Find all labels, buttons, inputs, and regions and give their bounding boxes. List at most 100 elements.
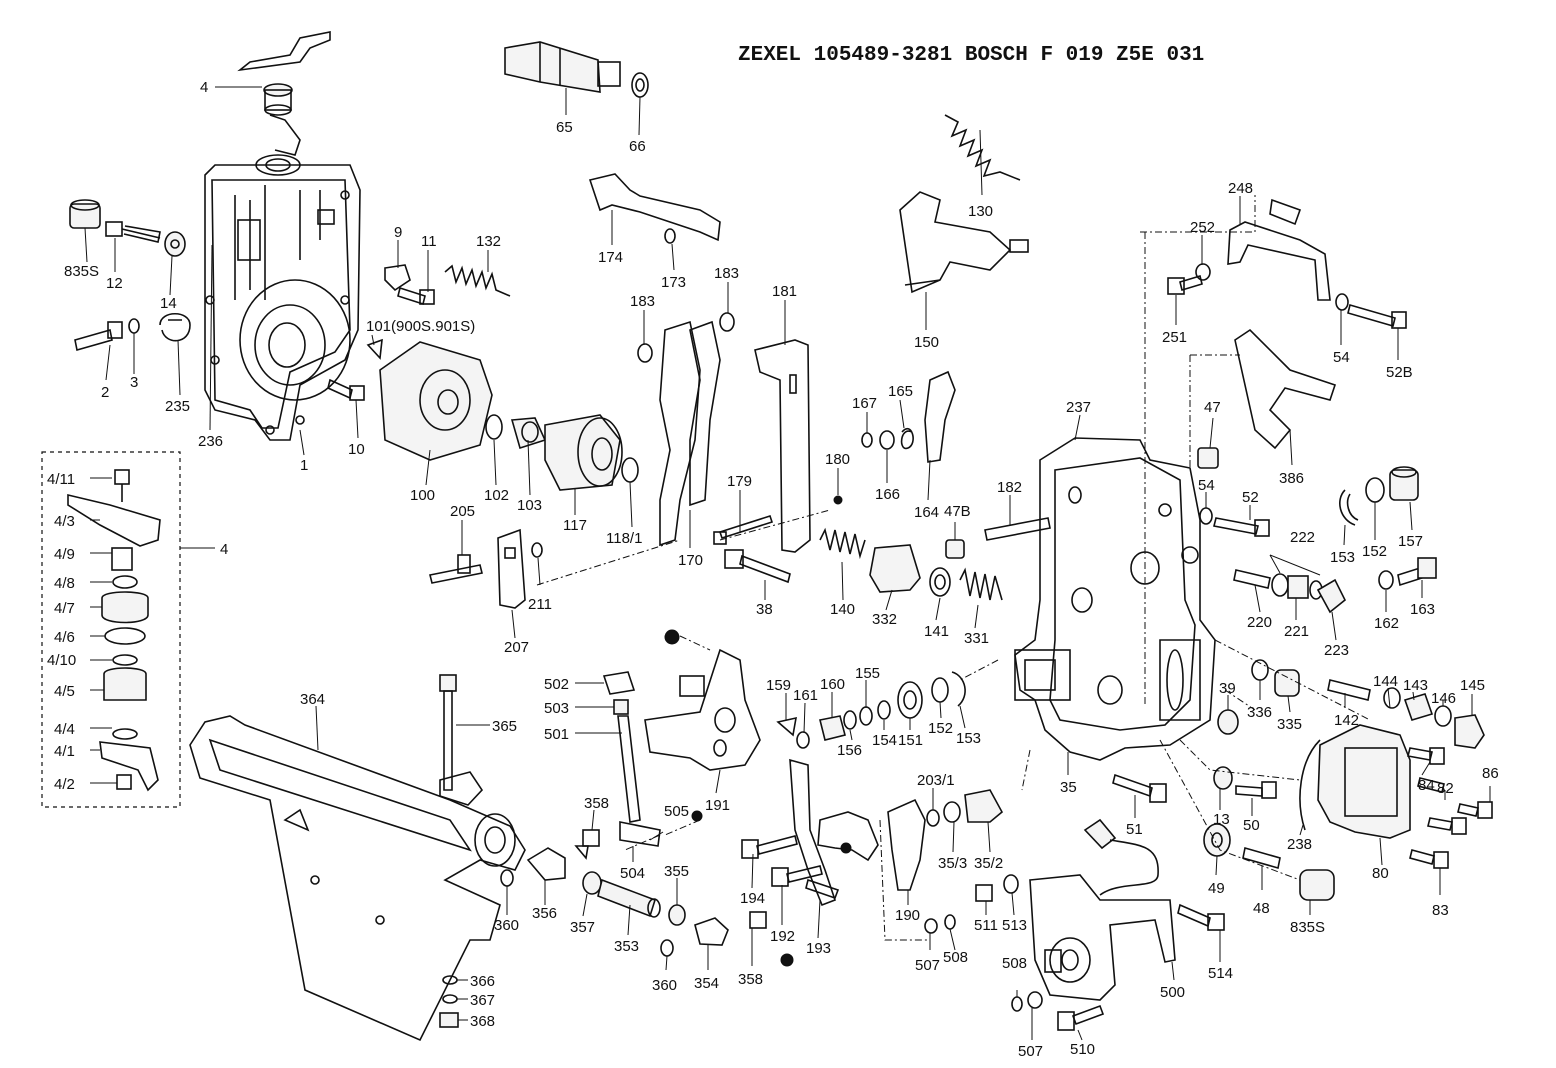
part-154-washer (877, 700, 891, 720)
part-163-bolt (1397, 557, 1437, 587)
label-203-1: 203/1 (917, 772, 955, 789)
label-35-2: 35/2 (974, 855, 1003, 872)
label-13: 13 (1213, 811, 1230, 828)
label-183-b: 183 (714, 265, 739, 282)
label-223: 223 (1324, 642, 1349, 659)
part-332-nut (869, 544, 921, 593)
part-835s-cap (69, 199, 101, 229)
label-513: 513 (1002, 917, 1027, 934)
part-38-bolt (724, 549, 791, 584)
part-510-bolt (1057, 1004, 1105, 1031)
part-335-plug (1274, 669, 1300, 697)
part-52-bolt (1213, 517, 1270, 537)
part-503-nut (613, 699, 629, 715)
part-100-flyweight-carrier (379, 341, 493, 461)
label-364: 364 (300, 691, 325, 708)
label-4-5: 4/5 (54, 683, 75, 700)
label-156: 156 (837, 742, 862, 759)
label-52b: 52B (1386, 364, 1413, 381)
part-48-screw (1242, 846, 1281, 870)
label-366: 366 (470, 973, 495, 990)
label-835s: 835S (64, 263, 99, 280)
label-51: 51 (1126, 821, 1143, 838)
throttle-assembly-4 (237, 31, 331, 156)
label-190: 190 (895, 907, 920, 924)
label-39: 39 (1219, 680, 1236, 697)
label-835s-b: 835S (1290, 919, 1325, 936)
label-153-a: 153 (1330, 549, 1355, 566)
label-4-group: 4 (220, 541, 228, 558)
label-360-a: 360 (494, 917, 519, 934)
label-164: 164 (914, 504, 939, 521)
label-143: 143 (1403, 677, 1428, 694)
label-152-a: 152 (1362, 543, 1387, 560)
label-161: 161 (793, 687, 818, 704)
label-47: 47 (1204, 399, 1221, 416)
part-sensor-connector (1083, 818, 1159, 896)
label-358-b: 358 (738, 971, 763, 988)
part-507-washer-a (924, 918, 938, 934)
label-52: 52 (1242, 489, 1259, 506)
label-331: 331 (964, 630, 989, 647)
part-220-screw (1233, 569, 1271, 589)
label-83: 83 (1432, 902, 1449, 919)
label-132: 132 (476, 233, 501, 250)
label-35-3: 35/3 (938, 855, 967, 872)
part-164-lever (924, 370, 956, 463)
part-360-clip-b (660, 939, 674, 957)
label-54-a: 54 (1333, 349, 1350, 366)
part-145-cap (1454, 714, 1485, 749)
part-146-washer (1434, 705, 1452, 727)
part-502-bracket (602, 671, 636, 695)
label-335: 335 (1277, 716, 1302, 733)
label-155: 155 (855, 665, 880, 682)
label-145: 145 (1460, 677, 1485, 694)
part-83-bolt (1409, 849, 1449, 869)
label-332: 332 (872, 611, 897, 628)
label-358-a: 358 (584, 795, 609, 812)
label-221: 221 (1284, 623, 1309, 640)
part-141-washer (929, 567, 951, 597)
label-507-a: 507 (915, 957, 940, 974)
label-174: 174 (598, 249, 623, 266)
label-192: 192 (770, 928, 795, 945)
label-4-4: 4/4 (54, 721, 75, 738)
label-501: 501 (544, 726, 569, 743)
part-180-ball (833, 495, 843, 505)
label-102: 102 (484, 487, 509, 504)
part-118-1-washer (621, 457, 639, 483)
label-179: 179 (727, 473, 752, 490)
part-211-clip (531, 542, 543, 558)
part-251-bolt (1167, 274, 1203, 295)
part-ball-b (780, 953, 794, 967)
part-152-ring-a (1365, 477, 1385, 503)
part-162-washer (1378, 570, 1394, 590)
part-205-pin (429, 554, 483, 584)
part-235-clip (159, 312, 191, 342)
label-150: 150 (914, 334, 939, 351)
part-80-cover (1317, 724, 1411, 839)
label-153-b: 153 (956, 730, 981, 747)
label-183-a: 183 (630, 293, 655, 310)
part-155-washer (859, 706, 873, 726)
part-161-washer (796, 731, 810, 749)
leader-lines (84, 86, 1491, 1041)
label-1: 1 (300, 457, 308, 474)
label-236: 236 (198, 433, 223, 450)
label-144: 144 (1373, 673, 1398, 690)
part-207-bracket (497, 528, 526, 609)
label-154: 154 (872, 732, 897, 749)
part-500-bracket (1029, 874, 1176, 1001)
label-368: 368 (470, 1013, 495, 1030)
label-2: 2 (101, 384, 109, 401)
part-386-bracket (1234, 328, 1337, 450)
subassembly-4-parts (67, 469, 161, 792)
part-183-washer-b (719, 312, 735, 332)
part-13-nut (1213, 766, 1233, 790)
label-66: 66 (629, 138, 646, 155)
label-4-3: 4/3 (54, 513, 75, 530)
part-357-nut (582, 871, 602, 895)
part-170-tensioning-lever (659, 320, 721, 547)
label-163: 163 (1410, 601, 1435, 618)
part-356-yoke (526, 847, 566, 881)
